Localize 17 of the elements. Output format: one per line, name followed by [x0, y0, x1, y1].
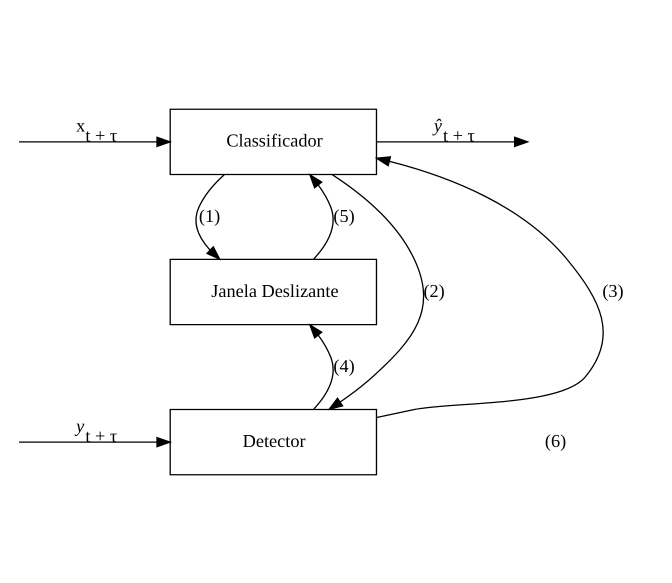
edge-label: (3)	[602, 280, 624, 300]
edge-label: (2)	[423, 280, 445, 300]
node-box: Janela Deslizante	[170, 258, 378, 325]
edge-label: (1)	[198, 205, 220, 226]
arrow	[376, 136, 530, 147]
label: (6)	[544, 430, 566, 450]
edge-label: (4)	[333, 355, 355, 376]
arrow	[19, 436, 172, 448]
arrow	[374, 156, 604, 418]
node-box: Classificador	[170, 108, 378, 175]
arrow	[19, 136, 172, 147]
edge-label: (5)	[333, 205, 355, 226]
node-box: Detector	[170, 408, 378, 475]
arrow	[195, 174, 225, 260]
arrow	[328, 174, 424, 410]
arrow	[308, 172, 334, 259]
arrow	[308, 322, 334, 410]
